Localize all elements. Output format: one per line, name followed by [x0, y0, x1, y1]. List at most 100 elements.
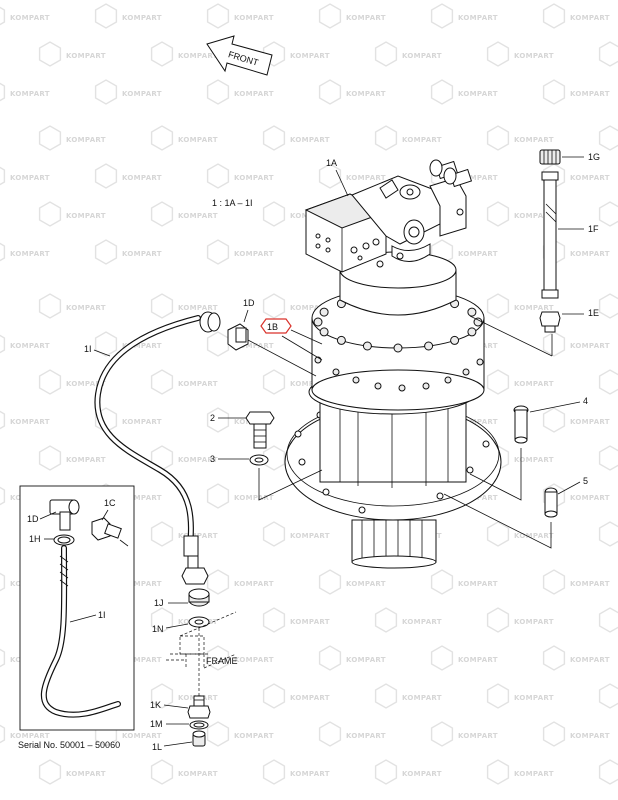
- watermark-text: KOMPART: [402, 136, 442, 144]
- watermark-hex-icon: [206, 331, 230, 357]
- flange-bolt-head: [319, 307, 329, 317]
- frame-label: FRAME: [206, 656, 238, 666]
- watermark-hex-icon: [206, 721, 230, 747]
- watermark-text: KOMPART: [290, 770, 330, 778]
- callout-1M: 1M: [150, 719, 163, 729]
- callout-3: 3: [210, 454, 215, 464]
- watermark-text: KOMPART: [514, 770, 554, 778]
- watermark-hex-icon: [206, 407, 230, 433]
- inset-callout-1C: 1C: [104, 498, 116, 508]
- flange-bolt-head: [398, 384, 406, 392]
- watermark-text: KOMPART: [178, 304, 218, 312]
- watermark-text: KOMPART: [66, 770, 106, 778]
- watermark-hex-icon: [0, 410, 6, 430]
- watermark-text: KOMPART: [514, 304, 554, 312]
- watermark-hex-icon: [542, 721, 566, 747]
- watermark-hex-icon: [318, 721, 342, 747]
- inset-hose-1I: [40, 545, 121, 718]
- watermark-text: KOMPART: [346, 656, 386, 664]
- watermark-hex-icon: [374, 759, 398, 785]
- watermark-hex-icon: [0, 724, 6, 744]
- watermark-text: KOMPART: [66, 136, 106, 144]
- flange-bolt-head: [313, 317, 323, 327]
- watermark-text: KOMPART: [178, 136, 218, 144]
- watermark-text: KOMPART: [458, 656, 498, 664]
- watermark-hex-icon: [262, 759, 286, 785]
- watermark-text: KOMPART: [10, 250, 50, 258]
- drain-hose-1I: [94, 311, 221, 585]
- watermark-text: KOMPART: [66, 212, 106, 220]
- watermark-hex-icon: [262, 521, 286, 547]
- watermark-text: KOMPART: [66, 304, 106, 312]
- watermark-text: KOMPART: [122, 494, 162, 502]
- watermark-hex-icon: [598, 683, 618, 709]
- watermark-hex-icon: [430, 645, 454, 671]
- watermark-hex-icon: [150, 201, 174, 227]
- watermark-text: KOMPART: [234, 174, 274, 182]
- inset-callout-1I: 1I: [98, 610, 106, 620]
- watermark-text: KOMPART: [514, 136, 554, 144]
- washer-3: [249, 454, 269, 466]
- watermark-hex-icon: [38, 759, 62, 785]
- callout-1A: 1A: [326, 158, 337, 168]
- flange-bolt-head: [450, 335, 460, 345]
- watermark-text: KOMPART: [234, 14, 274, 22]
- watermark-text: KOMPART: [178, 52, 218, 60]
- watermark-hex-icon: [542, 645, 566, 671]
- watermark-text: KOMPART: [290, 380, 330, 388]
- watermark-text: KOMPART: [290, 618, 330, 626]
- watermark-hex-icon: [374, 125, 398, 151]
- watermark-text: KOMPART: [346, 14, 386, 22]
- watermark-text: KOMPART: [570, 494, 610, 502]
- flange-bolt-head: [467, 307, 477, 317]
- range-label: 1 : 1A – 1I: [212, 198, 253, 208]
- pin-4: [513, 405, 529, 444]
- watermark-hex-icon: [150, 41, 174, 67]
- watermark-hex-icon: [318, 569, 342, 595]
- watermark-text: KOMPART: [290, 136, 330, 144]
- watermark-hex-icon: [598, 445, 618, 471]
- watermark-text: KOMPART: [570, 342, 610, 350]
- watermark-hex-icon: [486, 521, 510, 547]
- watermark-hex-icon: [94, 163, 118, 189]
- watermark-text: KOMPART: [10, 342, 50, 350]
- watermark-hex-icon: [262, 445, 286, 471]
- watermark-text: KOMPART: [178, 212, 218, 220]
- plug-1K: [187, 695, 211, 719]
- watermark-hex-icon: [262, 125, 286, 151]
- watermark-hex-icon: [206, 483, 230, 509]
- watermark-text: KOMPART: [346, 580, 386, 588]
- bolt-2: [245, 411, 275, 449]
- watermark-hex-icon: [150, 125, 174, 151]
- valve-block-1A: [304, 159, 473, 273]
- watermark-text: KOMPART: [458, 250, 498, 258]
- watermark-hex-icon: [486, 201, 510, 227]
- serial-label: Serial No. 50001 – 50060: [18, 740, 120, 750]
- fitting-1D: [227, 323, 249, 351]
- watermark-hex-icon: [94, 79, 118, 105]
- watermark-hex-icon: [0, 82, 6, 102]
- watermark-text: KOMPART: [570, 580, 610, 588]
- watermark-hex-icon: [206, 163, 230, 189]
- watermark-hex-icon: [486, 369, 510, 395]
- front-arrow: FRONT: [206, 35, 273, 76]
- callout-1I: 1I: [84, 344, 92, 354]
- watermark-text: KOMPART: [514, 380, 554, 388]
- flange-bolt-head: [352, 376, 360, 384]
- watermark-text: KOMPART: [10, 732, 50, 740]
- watermark-text: KOMPART: [178, 456, 218, 464]
- flange-bolt-head: [462, 368, 470, 376]
- watermark-text: KOMPART: [122, 580, 162, 588]
- flange-bolt-head: [332, 368, 340, 376]
- flange-bolt-head: [467, 327, 477, 337]
- callout-1G: 1G: [588, 152, 600, 162]
- watermark-text: KOMPART: [402, 618, 442, 626]
- watermark-hex-icon: [430, 569, 454, 595]
- level-gauge-1G: [539, 149, 561, 165]
- watermark-hex-icon: [38, 293, 62, 319]
- pin-5: [544, 487, 558, 518]
- callout-1B-badge: [260, 318, 292, 334]
- frame-reference: [166, 611, 237, 700]
- watermark-text: KOMPART: [122, 656, 162, 664]
